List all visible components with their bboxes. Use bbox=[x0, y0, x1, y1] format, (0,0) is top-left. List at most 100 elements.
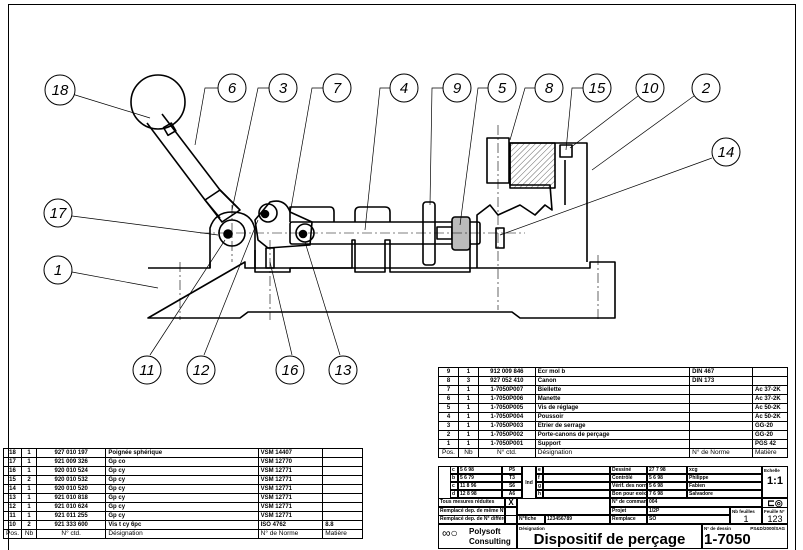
table-cell bbox=[689, 421, 753, 431]
table-cell: N° ctd. bbox=[477, 448, 536, 458]
scale-value: 1:1 bbox=[767, 475, 783, 487]
table-cell bbox=[689, 385, 753, 395]
table-cell bbox=[751, 367, 789, 377]
table-cell: 4 bbox=[438, 412, 459, 422]
table-cell: Ac 37-2K bbox=[751, 385, 789, 395]
balloon-7: 7 bbox=[322, 73, 352, 103]
table-cell: VSM 12771 bbox=[257, 475, 324, 485]
modification-index: g bbox=[536, 482, 543, 490]
screw-15 bbox=[559, 144, 573, 158]
svg-text:9: 9 bbox=[453, 80, 462, 97]
table-cell: 1 bbox=[21, 457, 37, 467]
table-cell: VSM 12771 bbox=[257, 493, 324, 503]
table-cell: VSM 14407 bbox=[257, 448, 324, 458]
balloon-17: 17 bbox=[43, 198, 73, 228]
table-cell: 1-7050P007 bbox=[477, 385, 536, 395]
table-cell: 1 bbox=[457, 439, 479, 449]
table-cell: 1-7050P002 bbox=[477, 430, 536, 440]
sheets-label: Nb feuilles bbox=[732, 509, 755, 514]
table-cell: 12 bbox=[2, 502, 23, 512]
drawing-reference: PS&D/2000/SAG bbox=[750, 526, 785, 531]
revision-index: b bbox=[450, 474, 458, 482]
pusher-4 bbox=[254, 206, 471, 273]
modification-text bbox=[543, 474, 610, 482]
table-cell: 15 bbox=[2, 475, 23, 485]
table-cell: Manette bbox=[534, 394, 691, 404]
svg-text:16: 16 bbox=[282, 362, 299, 379]
scale-cell: Echelle 1:1 bbox=[762, 466, 788, 498]
table-cell: DIN 173 bbox=[689, 376, 753, 386]
table-cell: Etrier de serrage bbox=[534, 421, 691, 431]
balloon-16: 16 bbox=[275, 355, 305, 385]
table-cell bbox=[322, 448, 363, 458]
table-cell bbox=[322, 475, 363, 485]
table-cell: 17 bbox=[2, 457, 23, 467]
table-cell: 921 011 255 bbox=[35, 511, 107, 521]
table-cell: 1-7050P003 bbox=[477, 421, 536, 431]
svg-text:14: 14 bbox=[718, 144, 735, 161]
drawing-frame bbox=[8, 4, 796, 550]
table-cell: Gp co bbox=[105, 457, 259, 467]
table-cell: 7 bbox=[438, 385, 459, 395]
balloon-8: 8 bbox=[534, 73, 564, 103]
adjusting-screw-5 bbox=[451, 216, 471, 251]
revision-date: 5 6 79 bbox=[458, 474, 502, 482]
table-cell: ISO 4762 bbox=[257, 520, 324, 530]
table-cell bbox=[322, 457, 363, 467]
checkbox[interactable]: X bbox=[505, 498, 517, 507]
table-cell: 1-7050P005 bbox=[477, 403, 536, 413]
drawing-number: 1-7050 bbox=[704, 531, 751, 548]
modification-index: f bbox=[536, 474, 543, 482]
modification-text bbox=[543, 482, 610, 490]
svg-text:11: 11 bbox=[139, 362, 155, 379]
check-label: Remplacé dep. de même N° bbox=[438, 506, 505, 516]
file-label: N°fiche bbox=[517, 515, 545, 524]
table-cell: VSM 12770 bbox=[257, 457, 324, 467]
revision-date: 11 8 96 bbox=[458, 482, 502, 490]
table-cell: Porte-canons de perçage bbox=[534, 430, 691, 440]
table-cell: VSM 12771 bbox=[257, 484, 324, 494]
table-cell: 927 010 197 bbox=[35, 448, 107, 458]
checkbox[interactable] bbox=[505, 515, 517, 525]
table-cell bbox=[322, 511, 363, 521]
table-cell: 1 bbox=[21, 511, 37, 521]
svg-text:4: 4 bbox=[400, 80, 408, 97]
balloon-10: 10 bbox=[635, 73, 665, 103]
table-cell bbox=[322, 502, 363, 512]
approval-date: 7 6 98 bbox=[647, 490, 687, 498]
order-value: 004 bbox=[647, 498, 762, 507]
svg-text:6: 6 bbox=[228, 80, 237, 97]
table-cell: 1 bbox=[457, 367, 479, 377]
approval-label: Contrôlé bbox=[610, 474, 647, 482]
table-cell: 921 333 600 bbox=[35, 520, 107, 530]
revision-code: S6 bbox=[502, 482, 522, 490]
balloon-6: 6 bbox=[217, 73, 247, 103]
revision-date: 12 8 98 bbox=[458, 490, 502, 498]
table-cell: 1 bbox=[457, 385, 479, 395]
sheet-label: Feuille N° bbox=[764, 509, 785, 514]
svg-text:13: 13 bbox=[335, 362, 352, 379]
table-cell: Gp cy bbox=[105, 502, 259, 512]
svg-text:18: 18 bbox=[52, 82, 69, 99]
revision-code: A6 bbox=[502, 490, 522, 498]
table-cell: Désignation bbox=[534, 448, 691, 458]
drawing-title: Dispositif de perçage bbox=[533, 531, 686, 548]
sheets-value: 1 bbox=[743, 514, 749, 524]
table-cell: 1 bbox=[21, 493, 37, 503]
svg-text:10: 10 bbox=[642, 80, 659, 97]
checkbox[interactable] bbox=[505, 506, 517, 516]
table-cell: Canon bbox=[534, 376, 691, 386]
drawing-number-label: N° de dessin bbox=[704, 526, 732, 531]
table-cell: Ac 50-2K bbox=[751, 412, 789, 422]
revision-code: T3 bbox=[502, 474, 522, 482]
